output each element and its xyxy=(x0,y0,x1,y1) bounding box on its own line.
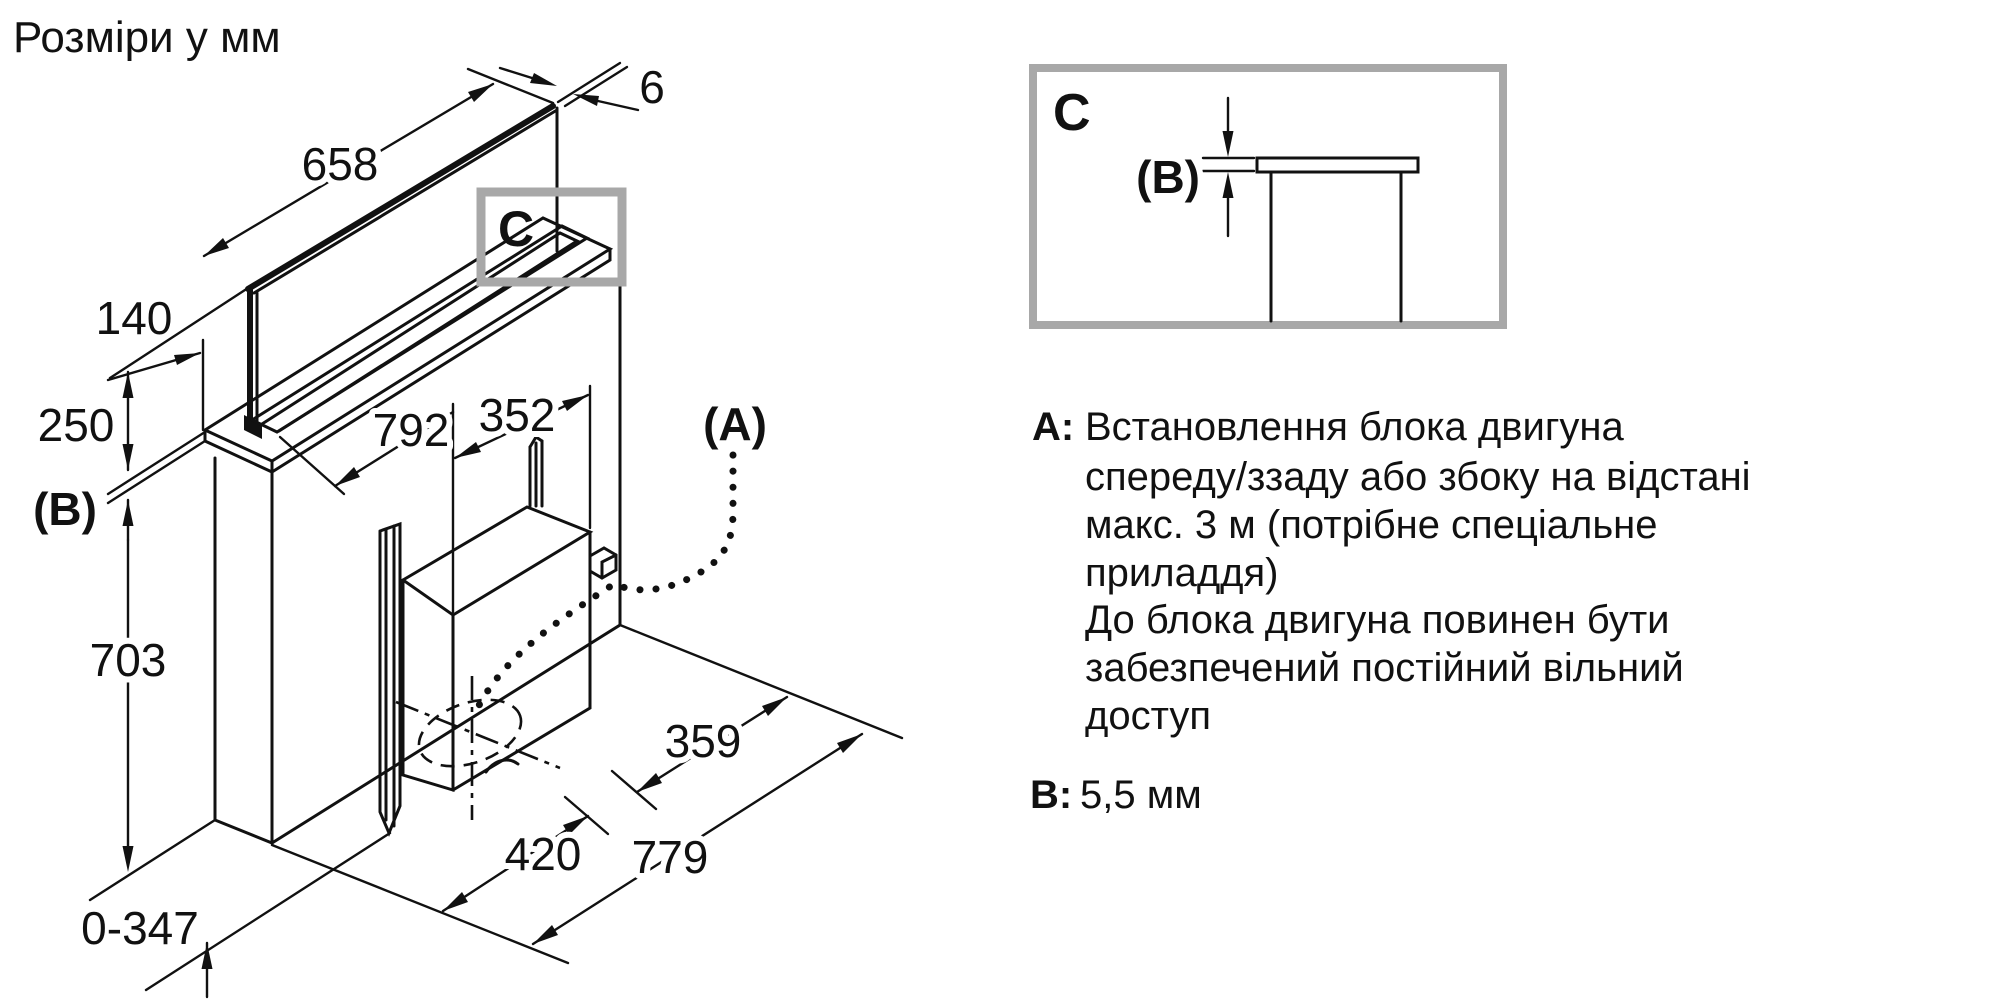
dim-0-347-ref xyxy=(144,831,392,992)
dim-359-line xyxy=(635,695,789,794)
detail-view-label: C xyxy=(1053,84,1091,142)
ref-duct-stub-1 xyxy=(610,769,658,811)
leader-dots-a xyxy=(470,451,737,720)
legend-a-line: макс. 3 м (потрібне спеціальне xyxy=(1085,503,1658,547)
downdraft-hood-isometric: C 658 6 140 xyxy=(27,55,904,999)
motor-unit xyxy=(400,505,618,793)
dim-658-ext-left xyxy=(108,286,250,380)
dim-658-ext-right xyxy=(466,67,555,105)
dim-779-line xyxy=(531,732,864,946)
dim-779-label: 779 xyxy=(632,831,709,883)
legend-a-line: спереду/ззаду або збоку на відстані xyxy=(1085,455,1751,499)
detail-plate xyxy=(1255,156,1420,174)
ref-front-plane xyxy=(270,843,570,965)
dim-359-label: 359 xyxy=(665,715,742,767)
dim-250-label: 250 xyxy=(38,399,115,451)
detail-gap-label: (B) xyxy=(1136,151,1200,203)
dim-703-label: 703 xyxy=(90,634,167,686)
dim-b-ref-label: (B) xyxy=(33,483,97,535)
legend-a-line: Встановлення блока двигуна xyxy=(1085,405,1625,449)
detail-marker-box: C xyxy=(476,187,627,287)
legend-a-key: A: xyxy=(1032,405,1074,449)
dim-792-ext-left xyxy=(278,435,346,496)
legend-a-line: До блока двигуна повинен бути xyxy=(1085,598,1670,642)
worktop-line-1 xyxy=(106,430,207,496)
ref-right-plane xyxy=(618,623,904,740)
base-plate xyxy=(201,216,614,475)
dim-420-label: 420 xyxy=(505,828,582,880)
legend-a-line: забезпечений постійний вільний xyxy=(1085,646,1684,690)
legend: A: Встановлення блока двигуна спереду/зз… xyxy=(1030,405,1751,817)
ref-duct-stub-2 xyxy=(563,795,610,836)
worktop-line-2 xyxy=(106,439,207,505)
dim-420-line xyxy=(441,814,590,913)
outlet-circle xyxy=(395,676,561,820)
dim-658-line xyxy=(202,82,495,258)
left-rail xyxy=(378,521,402,837)
dim-6-label: 6 xyxy=(639,61,665,113)
dim-140-label: 140 xyxy=(96,292,173,344)
glass-panel xyxy=(244,103,559,439)
detail-marker-label: C xyxy=(498,201,534,257)
detail-view-c: C (B) xyxy=(1029,64,1507,329)
panel-slot-junction xyxy=(244,415,262,439)
legend-a-line: приладдя) xyxy=(1085,551,1279,595)
right-rail xyxy=(528,434,544,508)
legend-a-line: доступ xyxy=(1085,694,1211,738)
duct-connector-stub xyxy=(588,546,618,580)
dim-792-label: 792 xyxy=(373,404,450,456)
legend-b-value: 5,5 мм xyxy=(1080,773,1202,817)
legend-b-key: B: xyxy=(1030,773,1072,817)
dim-658-label: 658 xyxy=(302,138,379,190)
dimensions: 658 6 140 250 (B) xyxy=(27,55,904,999)
slot-outer xyxy=(248,224,591,434)
dim-703-ref xyxy=(88,818,217,902)
dim-352-label: 352 xyxy=(479,389,556,441)
callout-a-label: (A) xyxy=(703,398,767,450)
page-title: Розміри у мм xyxy=(13,13,281,62)
dim-0-347-label: 0-347 xyxy=(81,902,199,954)
slot-inner-lip xyxy=(260,231,581,433)
